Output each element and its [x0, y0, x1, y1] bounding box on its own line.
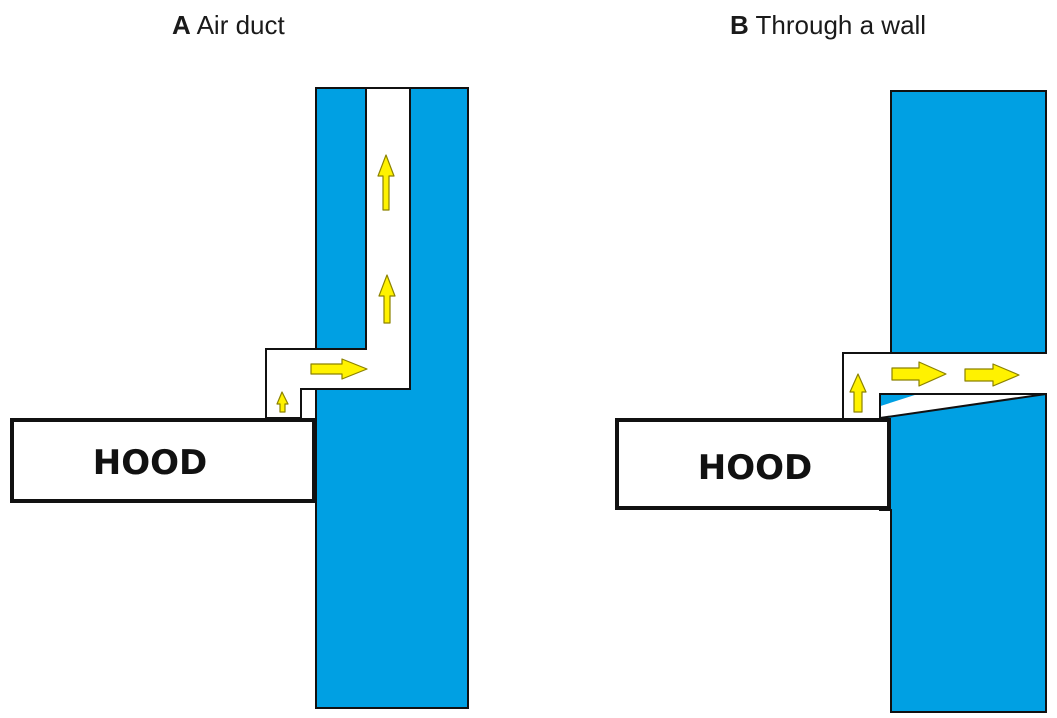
panel-a-hood-label: HOOD: [93, 443, 207, 483]
panel-b-hood-label: HOOD: [698, 448, 812, 488]
panel-b-arrow-up-hood: [849, 373, 867, 413]
panel-b-diagram: HOOD: [615, 90, 1047, 713]
panel-a-diagram: HOOD: [10, 87, 469, 709]
panel-a-title: A Air duct: [172, 10, 285, 41]
panel-b-letter: B: [730, 10, 749, 40]
panel-a-letter: A: [172, 10, 191, 40]
panel-a-arrow-right: [310, 358, 368, 380]
panel-b-title: B Through a wall: [730, 10, 926, 41]
panel-a-hood: [10, 418, 316, 503]
panel-b-title-text: Through a wall: [755, 10, 927, 40]
panel-a-duct: [265, 87, 411, 419]
panel-a-arrow-up-upper: [377, 154, 395, 211]
panel-a-arrow-up-hood: [276, 391, 289, 413]
panel-a-wall-left: [315, 87, 367, 350]
panel-b-arrow-right-2: [964, 363, 1020, 387]
panel-b-arrow-right-1: [891, 361, 947, 387]
panel-a-title-text: Air duct: [196, 10, 285, 40]
panel-b-hood: [615, 418, 891, 510]
panel-b-wall-upper: [890, 90, 1047, 354]
panel-a-arrow-up-lower: [378, 274, 396, 324]
panel-b-wall-lower: [879, 393, 1047, 713]
